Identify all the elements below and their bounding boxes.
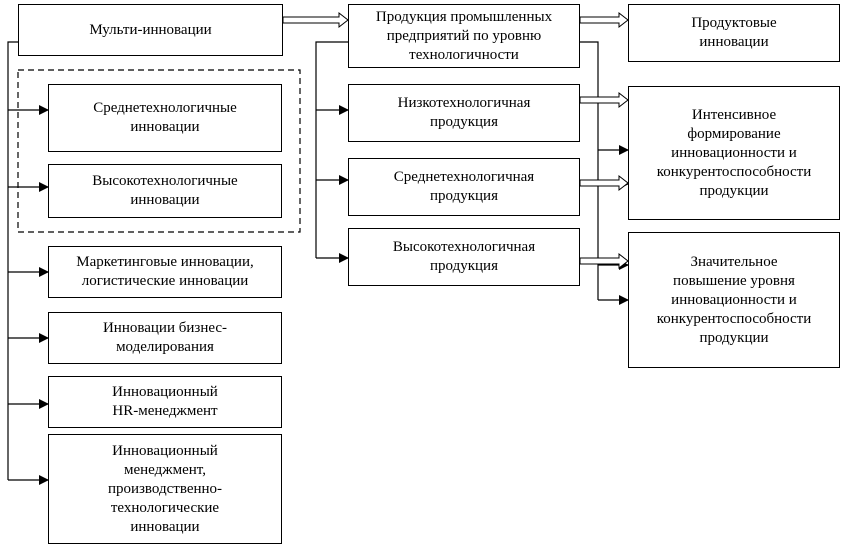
left-box-5: Инновационный HR-менеджмент bbox=[48, 376, 282, 428]
right-label-2: Значительное повышение уровня инновацион… bbox=[656, 253, 812, 346]
root-box: Мульти-инновации bbox=[18, 4, 283, 56]
middle-box-2: Среднетехнологичная продукция bbox=[348, 158, 580, 216]
middle-header-box: Продукция промышленных предприятий по ур… bbox=[348, 4, 580, 68]
middle-trunk-line bbox=[315, 41, 348, 258]
hollow-arrow-mid-tech bbox=[579, 174, 629, 192]
right-box-2: Значительное повышение уровня инновацион… bbox=[628, 232, 840, 368]
root-label: Мульти-инновации bbox=[89, 21, 212, 38]
hollow-arrow-low-tech bbox=[579, 91, 629, 109]
right-trunk-line bbox=[580, 41, 599, 300]
left-label-1: Среднетехнологичные инновации bbox=[93, 100, 237, 135]
left-trunk-line bbox=[7, 41, 18, 480]
hollow-arrow-high-tech bbox=[579, 252, 629, 270]
left-box-4: Инновации бизнес- моделирования bbox=[48, 312, 282, 364]
dashed-group-frame bbox=[17, 69, 301, 233]
left-box-2: Высокотехнологичные инновации bbox=[48, 164, 282, 218]
hollow-arrow-root-to-middle bbox=[282, 11, 349, 29]
left-label-2: Высокотехнологичные инновации bbox=[92, 173, 238, 208]
right-header-label: Продуктовые инновации bbox=[691, 15, 777, 50]
left-label-5: Инновационный HR-менеджмент bbox=[112, 384, 218, 419]
left-box-1: Среднетехнологичные инновации bbox=[48, 84, 282, 152]
left-box-6: Инновационный менеджмент, производственн… bbox=[48, 434, 282, 544]
middle-label-3: Высокотехнологичная продукция bbox=[392, 239, 536, 274]
middle-label-2: Среднетехнологичная продукция bbox=[393, 169, 535, 204]
right-box-1: Интенсивное формирование инновационности… bbox=[628, 86, 840, 220]
right-label-1: Интенсивное формирование инновационности… bbox=[656, 106, 812, 199]
right-header-box: Продуктовые инновации bbox=[628, 4, 840, 62]
middle-label-1: Низкотехнологичная продукция bbox=[397, 95, 531, 130]
left-label-3: Маркетинговые инновации, логистические и… bbox=[76, 254, 254, 289]
left-label-4: Инновации бизнес- моделирования bbox=[102, 320, 228, 355]
middle-box-1: Низкотехнологичная продукция bbox=[348, 84, 580, 142]
middle-box-3: Высокотехнологичная продукция bbox=[348, 228, 580, 286]
left-label-6: Инновационный менеджмент, производственн… bbox=[107, 442, 223, 535]
middle-header-label: Продукция промышленных предприятий по ур… bbox=[375, 8, 553, 63]
left-box-3: Маркетинговые инновации, логистические и… bbox=[48, 246, 282, 298]
hollow-arrow-middle-to-right bbox=[579, 11, 629, 29]
